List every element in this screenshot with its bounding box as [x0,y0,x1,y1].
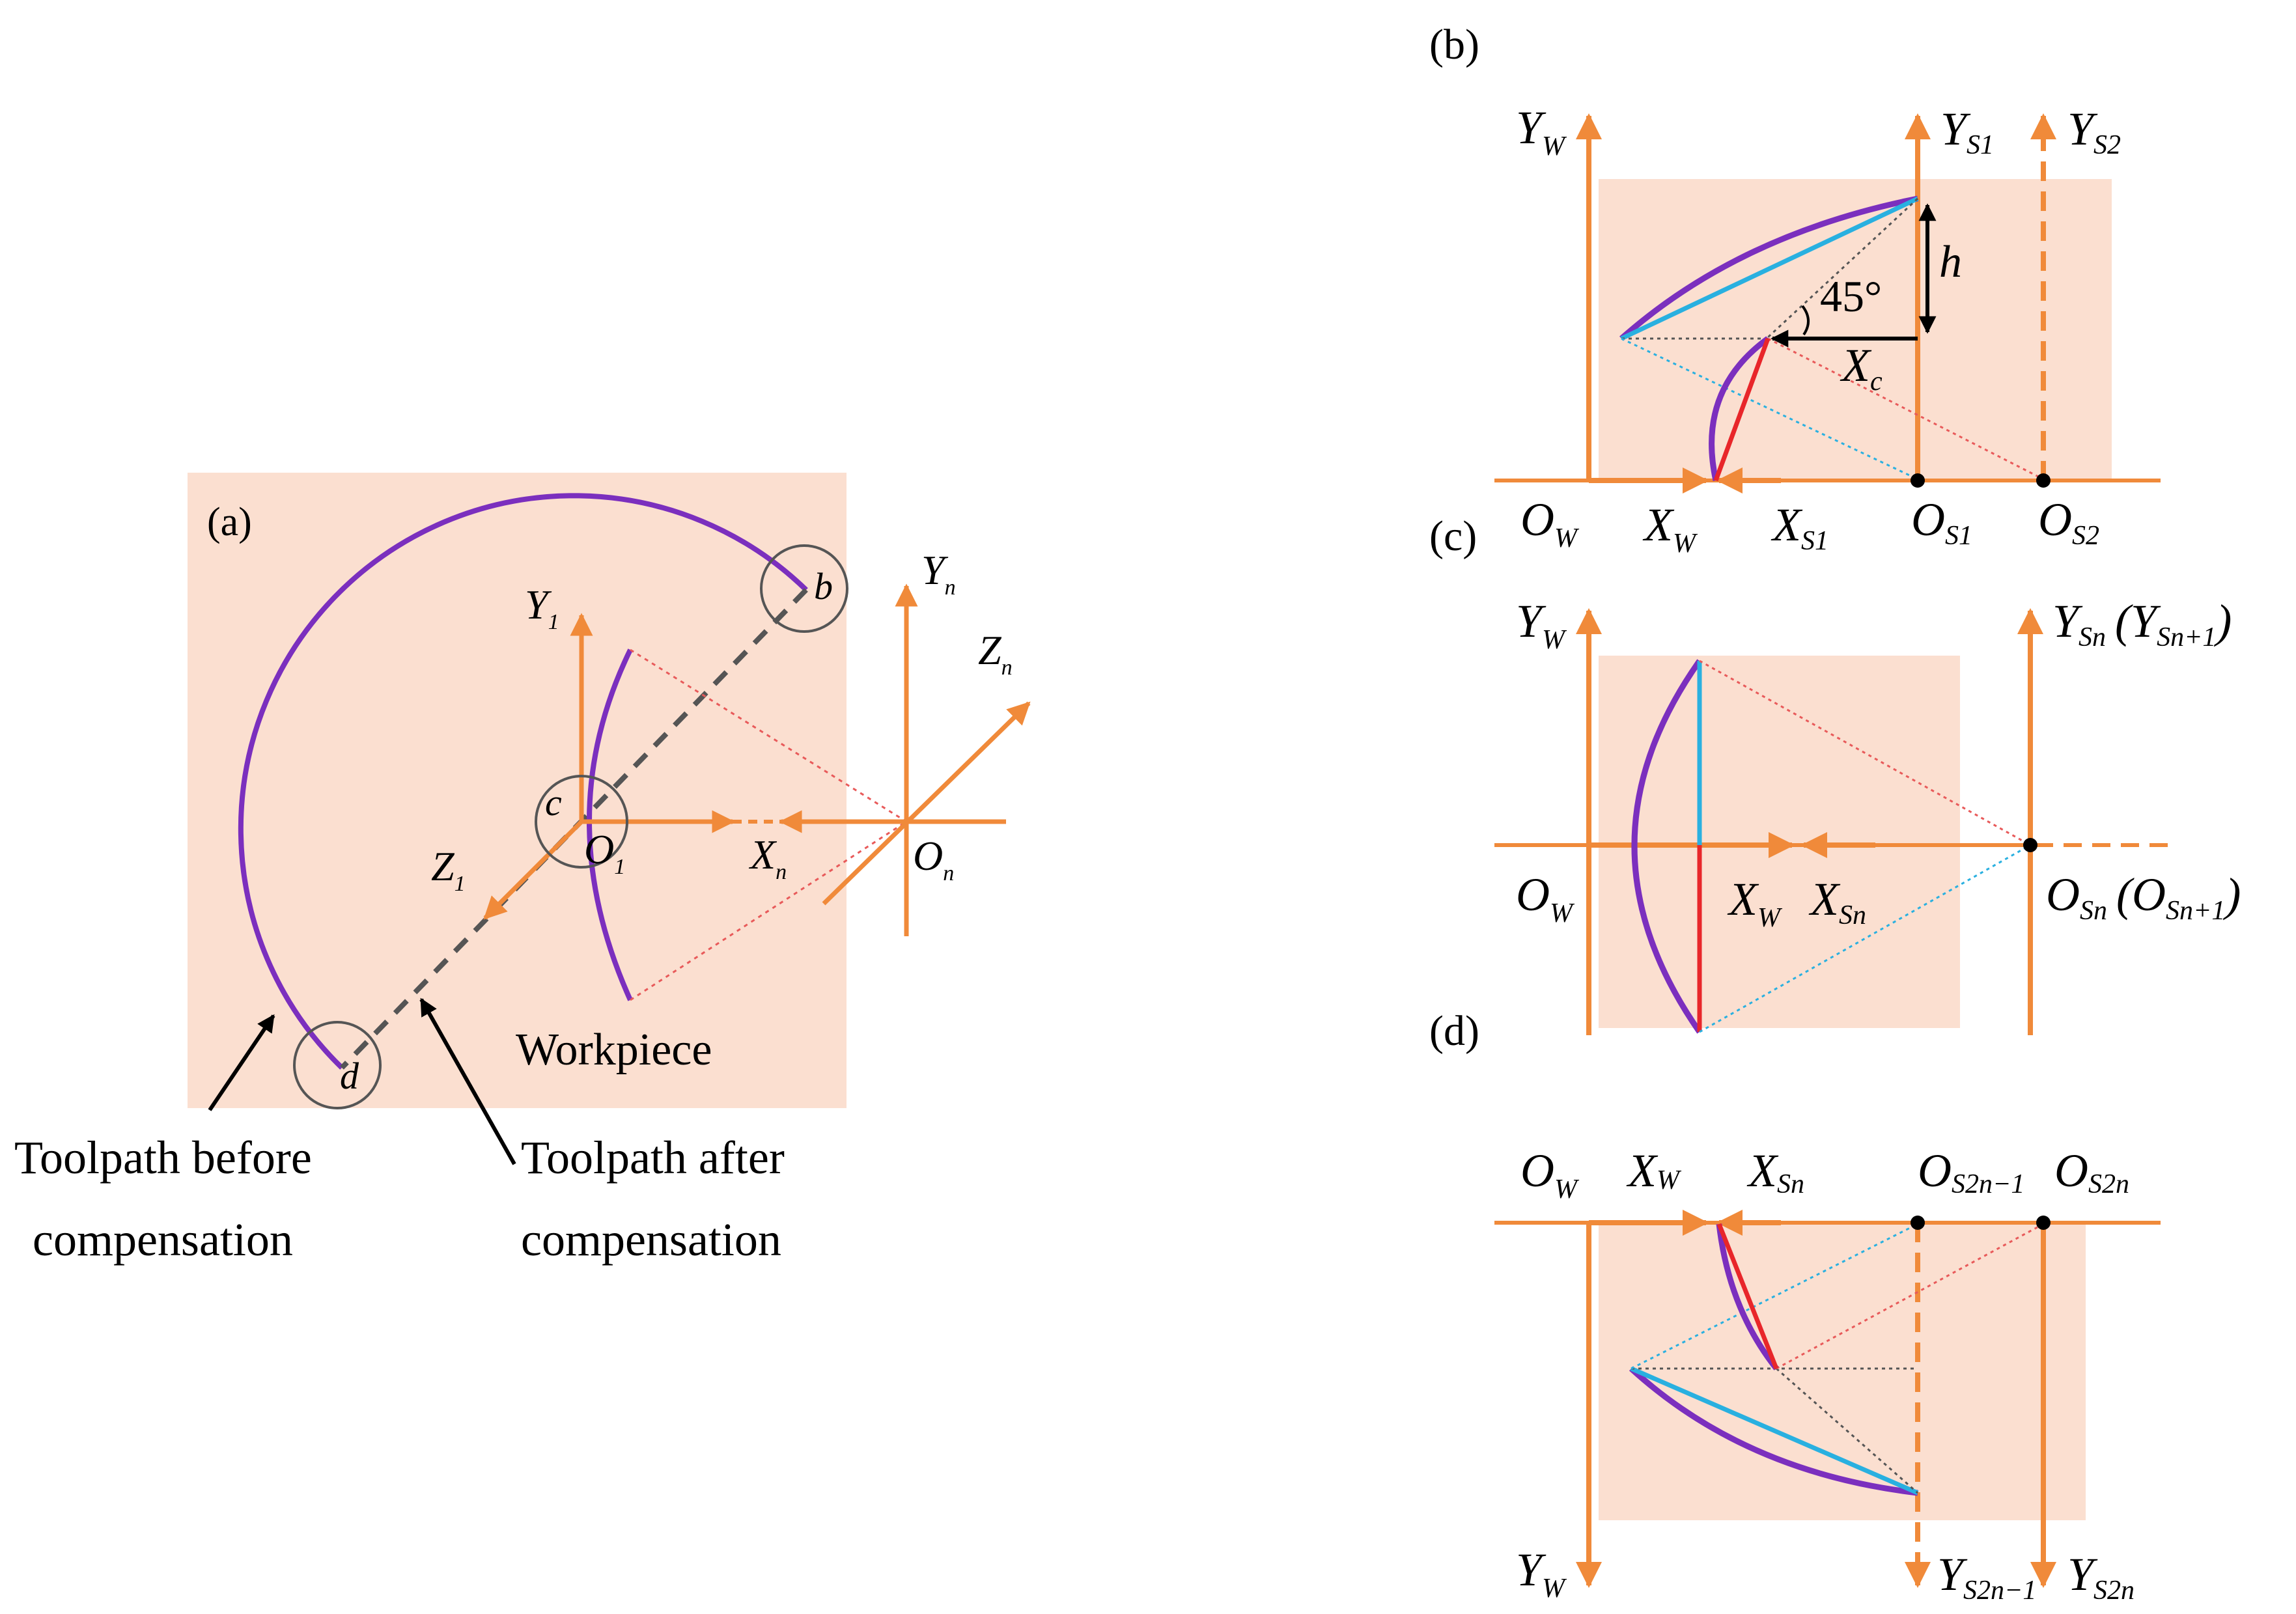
dotted-blue-b [1621,337,1918,480]
tool-arc-c [1631,659,1702,1034]
panel-b: (b) YW YS1 YS2 h 45° Xc OW XW XS1 [1429,21,2161,559]
zn-label: Zn [978,627,1013,680]
dotted-red-b [1767,337,2044,480]
os2n-dot [2036,1216,2051,1230]
dotted-red-d [1776,1223,2044,1370]
osn-dot [2023,838,2037,852]
workpiece-label: Workpiece [516,1025,712,1075]
workpiece-region-a [188,473,847,1108]
chord-blue-b [1620,196,1919,341]
toolpath-after-label-2: compensation [521,1214,781,1266]
point-d-label: d [340,1055,359,1097]
workpiece-region-b [1599,179,2112,479]
o1-label: O1 [584,826,625,879]
point-c-label: c [545,781,562,824]
xs1-label-b: XS1 [1771,499,1828,556]
workpiece-region-d [1599,1224,2086,1520]
toolpath-before-label-1: Toolpath before [14,1132,312,1184]
h-label: h [1939,237,1962,287]
panel-b-tag: (b) [1429,21,1479,68]
xw-label-d: XW [1626,1145,1682,1197]
panel-a: (a) b c d Y1 Z1 O1 Yn Zn Xn On Wor [14,473,1031,1266]
ys2n1-label-d: YS2n−1 [1937,1548,2036,1606]
tool-arc-upper-b [1619,195,1918,341]
ys1-label-b: YS1 [1940,103,1994,160]
toolpath-after-label-1: Toolpath after [521,1132,785,1184]
workpiece-region-c [1599,656,1960,1028]
ow-label-c: OW [1516,869,1575,928]
y1-label: Y1 [525,581,559,634]
dotted-blue-d [1631,1223,1918,1370]
point-c-circle [535,775,628,869]
ow-label-d: OW [1520,1145,1580,1204]
ow-label-b: OW [1520,494,1580,553]
dotted-grey-diag-d [1776,1367,1918,1494]
chord-blue-d [1630,1366,1919,1496]
callout-arrow-before [208,1014,275,1111]
panel-d: (d) OW XW XSn OS2n−1 OS2n YW YS2n−1 YS2n [1429,1007,2161,1606]
panel-c-tag: (c) [1429,512,1477,560]
dotted-line-lower-a [630,820,907,1001]
toolpath-before-label-2: compensation [33,1214,293,1266]
os2n1-dot [1911,1216,1925,1230]
xsn-label-d: XSn [1746,1145,1804,1199]
dotted-red-c [1699,660,2031,846]
tool-arc-upper-d [1716,1223,1779,1371]
dotted-grey-diag-b [1767,197,1919,339]
os2n1-label-d: OS2n−1 [1918,1145,2024,1199]
tool-arc-lower-d [1629,1366,1918,1496]
chord-red-b [1713,337,1771,482]
xw-label-b: XW [1642,499,1698,559]
zn-axis [822,701,1031,906]
yw-label-c: YW [1516,595,1567,655]
os1-label-b: OS1 [1911,494,1972,551]
angle-label: 45° [1820,271,1882,321]
xsn-label-c: XSn [1808,873,1866,930]
xw-label-c: XW [1727,873,1783,933]
point-b-circle [760,544,848,633]
z1-axis [483,820,583,920]
on-label: On [913,833,954,885]
dotted-blue-c [1699,844,2031,1033]
ys2n-label-d: YS2n [2067,1548,2135,1606]
point-d-circle [293,1021,382,1109]
panel-a-tag: (a) [207,500,252,544]
toolpath-before-compensation [238,493,808,1070]
xn-label: Xn [748,831,787,884]
callout-arrow-after [419,997,516,1165]
os2n-label-d: OS2n [2054,1145,2129,1199]
ys2-label-b: YS2 [2067,103,2121,160]
z1-label: Z1 [431,843,466,896]
toolpath-after-compensation [340,588,808,1070]
os1-dot [1911,473,1925,488]
panel-c: (c) YW YSn(YSn+1) OW XW XSn OSn(OSn+1) [1429,512,2241,1035]
osn-label-c: OSn(OSn+1) [2046,869,2241,926]
ysn-label-c: YSn(YSn+1) [2052,595,2232,652]
yn-label: Yn [921,547,956,600]
dotted-line-upper-a [630,648,907,823]
os2-dot [2036,473,2051,488]
point-b-label: b [814,565,833,607]
os2-label-b: OS2 [2038,494,2099,551]
tool-arc-lower-b [1709,336,1770,481]
chord-red-d [1716,1223,1779,1370]
xc-label: Xc [1840,339,1883,397]
panel-d-tag: (d) [1429,1007,1479,1055]
yw-label-d: YW [1516,1544,1567,1604]
angle-arc [1801,305,1810,336]
yw-label-b: YW [1516,102,1567,161]
